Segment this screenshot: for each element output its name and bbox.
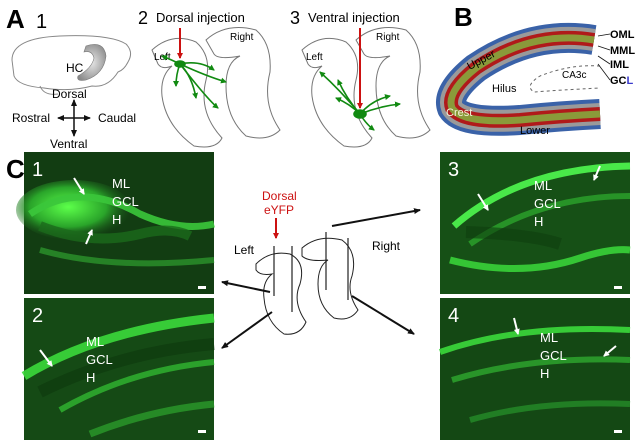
hippocampi-dorsal xyxy=(151,27,281,148)
micrograph-2-gcl: GCL xyxy=(86,352,113,367)
micrograph-1-h: H xyxy=(112,212,121,227)
dorsal-injection-label: Dorsal injection xyxy=(156,10,245,25)
micrograph-4-h: H xyxy=(540,366,549,381)
lower-blade-label: Lower xyxy=(520,125,550,137)
micrograph-4-gcl: GCL xyxy=(540,348,567,363)
micrograph-3-ml: ML xyxy=(534,178,552,193)
crest-label: Crest xyxy=(446,107,472,119)
hippocampus-shape xyxy=(77,44,107,81)
brain-outline xyxy=(11,35,132,91)
orientation-compass xyxy=(57,99,91,137)
hippocampi-ventral xyxy=(301,27,431,148)
sub-label-a3: 3 xyxy=(290,8,300,28)
micrograph-1-ml: ML xyxy=(112,176,130,191)
sub-label-a2: 2 xyxy=(138,8,148,28)
gcl-label: GCL xyxy=(610,75,634,87)
micrograph-1-gcl: GCL xyxy=(112,194,139,209)
panel-label-c: C xyxy=(6,154,25,184)
ventral-injection-label: Ventral injection xyxy=(308,10,400,25)
sub-label-a1: 1 xyxy=(36,11,47,33)
center-pointer-arrows xyxy=(221,208,421,349)
panel-label-a: A xyxy=(6,4,25,34)
ca3c-label: CA3c xyxy=(562,70,586,81)
ventral-projection-arrows xyxy=(319,71,401,131)
compass-rostral: Rostral xyxy=(12,111,50,125)
center-section-lines xyxy=(273,232,349,312)
a3-left-label: Left xyxy=(306,52,323,63)
micrograph-2-ml: ML xyxy=(86,334,104,349)
micrograph-4-ml: ML xyxy=(540,330,558,345)
dorsal-projection-arrows xyxy=(161,55,227,109)
a2-right-label: Right xyxy=(230,32,254,43)
micrograph-3: 3 ML GCL H xyxy=(440,152,631,294)
micrograph-3-h: H xyxy=(534,214,543,229)
compass-ventral: Ventral xyxy=(50,137,87,151)
micrograph-1-num: 1 xyxy=(32,159,43,181)
center-right-label: Right xyxy=(372,239,401,253)
micrograph-3-gcl: GCL xyxy=(534,196,561,211)
hc-label: HC xyxy=(66,61,84,75)
micrograph-4-num: 4 xyxy=(448,305,459,327)
a2-left-label: Left xyxy=(154,52,171,63)
a3-right-label: Right xyxy=(376,32,400,43)
panel-c: C 1 ML GCL H 2 ML GCL xyxy=(6,152,631,440)
micrograph-3-num: 3 xyxy=(448,159,459,181)
mml-label: MML xyxy=(610,45,635,57)
micrograph-2: 2 ML GCL H xyxy=(21,298,215,440)
center-hippocampi xyxy=(255,237,359,335)
center-dorsal-label: Dorsal xyxy=(262,189,297,203)
oml-label: OML xyxy=(610,29,635,41)
center-eyfp-label: eYFP xyxy=(264,203,294,217)
micrograph-2-num: 2 xyxy=(32,305,43,327)
compass-caudal: Caudal xyxy=(98,111,136,125)
micrograph-1: 1 ML GCL H xyxy=(16,152,215,294)
center-left-label: Left xyxy=(234,243,255,257)
brain-stem-outline xyxy=(39,85,59,95)
iml-label: IML xyxy=(610,59,629,71)
micrograph-4: 4 ML GCL H xyxy=(439,298,631,440)
panel-b: B Upper Lower Hilus CA3c Crest OML MML I… xyxy=(436,2,635,137)
micrograph-2-h: H xyxy=(86,370,95,385)
compass-dorsal: Dorsal xyxy=(52,87,87,101)
panel-label-b: B xyxy=(454,2,473,32)
dentate-gyrus-layers xyxy=(436,23,601,136)
panel-a: A 1 HC Dorsal Ventral Rostral Caudal 2 D… xyxy=(6,4,431,151)
hilus-label: Hilus xyxy=(492,83,517,95)
